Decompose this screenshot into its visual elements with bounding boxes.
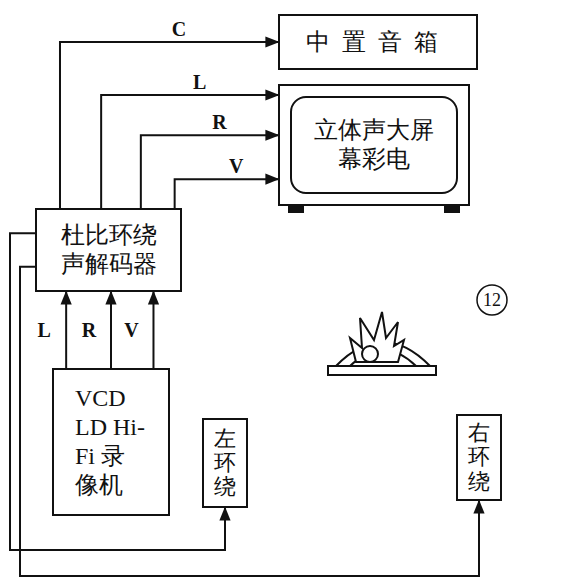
surround-speaker: 左环绕 bbox=[202, 418, 248, 508]
signal-line bbox=[65, 292, 67, 368]
signal-line bbox=[60, 42, 278, 208]
signal-name: R bbox=[80, 320, 98, 340]
signal-line bbox=[141, 135, 278, 208]
fireplace bbox=[328, 312, 436, 375]
node-text: 左环绕 bbox=[214, 427, 236, 500]
tv-set: 立体声大屏幕彩电 bbox=[278, 84, 470, 206]
tv-foot bbox=[288, 206, 304, 213]
signal-line bbox=[175, 179, 278, 208]
speaker-box: 中置音箱 bbox=[278, 14, 478, 70]
node-text: VCD LD Hi-Fi 录像机 bbox=[75, 384, 147, 499]
signal-name: R bbox=[210, 112, 228, 132]
node-text: 立体声大屏幕彩电 bbox=[314, 116, 434, 174]
player-box: VCD LD Hi-Fi 录像机 bbox=[52, 368, 170, 516]
signal-line bbox=[101, 95, 278, 208]
surround-speaker: 右环绕 bbox=[456, 414, 502, 501]
decoder-box: 杜比环绕声解码器 bbox=[35, 208, 182, 292]
signal-name: V bbox=[122, 320, 140, 340]
node-text: 杜比环绕声解码器 bbox=[61, 221, 157, 279]
signal-line bbox=[20, 267, 479, 576]
node-text: 右环绕 bbox=[468, 421, 490, 494]
signal-line bbox=[152, 292, 154, 368]
callout-circle bbox=[477, 285, 507, 315]
signal-name: C bbox=[170, 19, 188, 39]
callout-number: 12 bbox=[483, 291, 501, 309]
signal-name: L bbox=[191, 72, 208, 92]
signal-name: L bbox=[35, 320, 52, 340]
tv-foot bbox=[444, 206, 460, 213]
tv-screen: 立体声大屏幕彩电 bbox=[290, 96, 458, 194]
node-text: 中置音箱 bbox=[306, 28, 450, 57]
signal-line bbox=[110, 292, 112, 368]
signal-name: V bbox=[227, 156, 245, 176]
